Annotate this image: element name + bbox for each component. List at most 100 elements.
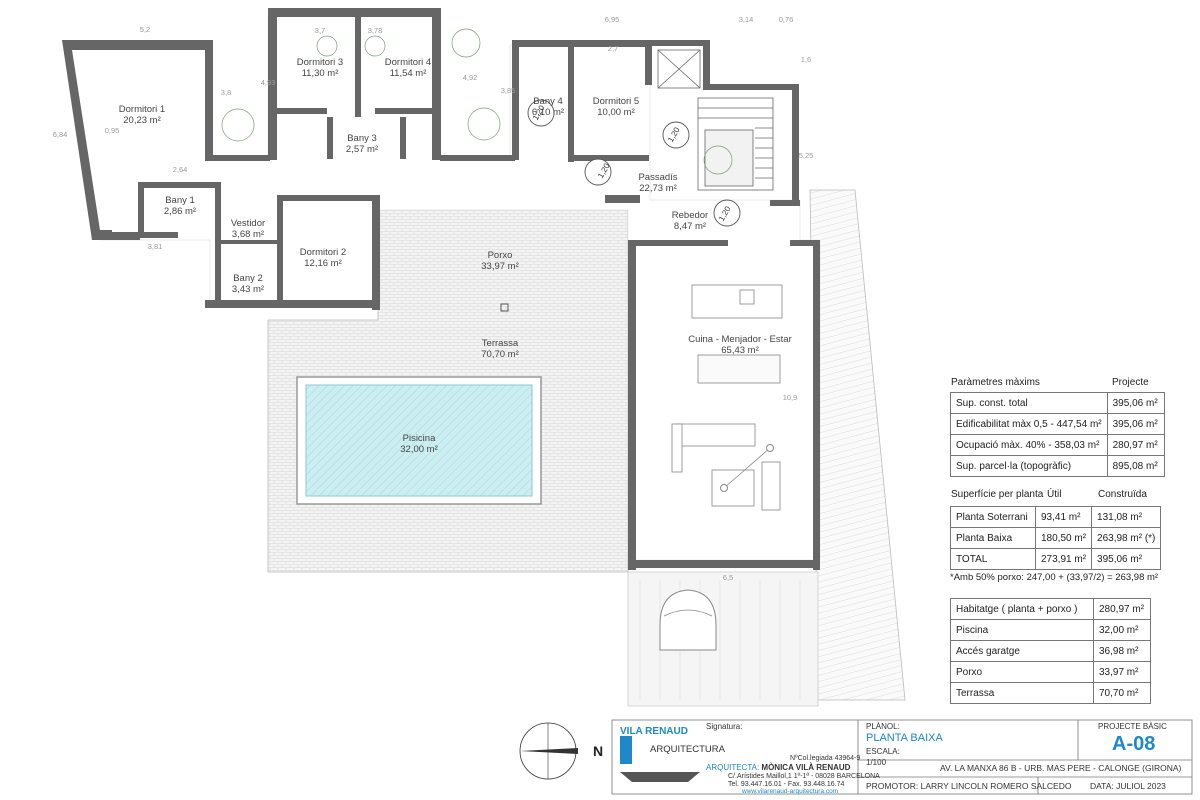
table-cell: 273,91 m²: [1034, 548, 1093, 570]
projecte-label: PROJECTE BÀSIC: [1098, 722, 1167, 731]
room-area-bany4: 6,10 m²: [532, 107, 564, 118]
slope-hatch: [809, 189, 906, 701]
dimension-label: 3,14: [739, 15, 754, 24]
table-cell: 33,97 m²: [1093, 661, 1151, 683]
door-circles: [527, 99, 741, 227]
plant-symbols: [221, 28, 733, 175]
garage-hatch: [639, 580, 801, 700]
room-area-bany1: 2,86 m²: [164, 206, 196, 217]
table-cell: Terrassa: [950, 682, 1094, 704]
site-address: AV. LA MANXA 86 B - URB. MAS PERE - CALO…: [940, 763, 1182, 773]
escala-label: ESCALA:: [866, 747, 900, 756]
dimension-label: 1,6: [801, 55, 811, 64]
room-area-passadis: 22,73 m²: [639, 183, 677, 194]
plan-number: A-08: [1112, 733, 1156, 755]
dimension-label: 3,78: [368, 26, 383, 35]
dimension-label: 4,92: [463, 73, 478, 82]
dimension-label: 0,76: [779, 15, 794, 24]
pillar: [500, 303, 509, 312]
room-name-bany3: Bany 3: [347, 133, 377, 144]
table-row: Sup. parcel·la (topogràfic)895,08 m²: [950, 455, 1165, 477]
stairs: [657, 49, 774, 191]
table-cell: Ocupació màx. 40% - 358,03 m²: [950, 434, 1108, 456]
room-name-bany4: Bany 4: [533, 96, 563, 107]
room-area-vestidor: 3,68 m²: [232, 229, 264, 240]
dimension-label: 3,81: [148, 242, 163, 251]
table-cell: 280,97 m²: [1093, 598, 1151, 620]
car-outline: [659, 589, 717, 651]
north-arrow: N: [519, 722, 603, 780]
room-name-dormitori2: Dormitori 2: [300, 247, 346, 258]
room-area-bany2: 3,43 m²: [232, 284, 264, 295]
address: C/.Arístides Maillol,1 1º-1ª - 08028 BAR…: [728, 773, 880, 780]
room-area-bany3: 2,57 m²: [346, 144, 378, 155]
dimension-label: 10,9: [783, 393, 798, 402]
table-cell: Piscina: [950, 619, 1094, 641]
room-name-piscina: Pisicina: [403, 433, 436, 444]
dimension-label: 6,5: [723, 573, 733, 582]
table-cell: 395,06 m²: [1106, 392, 1165, 414]
table-cell: 263,98 m² (*): [1091, 527, 1162, 549]
table-cell: Edificabilitat màx 0,5 - 447,54 m²: [950, 413, 1108, 435]
params-header-right: Projecte: [1112, 377, 1149, 388]
table-cell: TOTAL: [950, 548, 1036, 570]
room-name-rebedor: Rebedor: [672, 210, 708, 221]
room-area-dormitori3: 11,30 m²: [302, 68, 339, 79]
room-name-dormitori4: Dormitori 4: [385, 57, 431, 68]
phone: Tel. 93.447.16.01 - Fax. 93.448.16.74: [728, 781, 845, 788]
room-area-dormitori1: 20,23 m²: [123, 115, 161, 126]
table-cell: 395,06 m²: [1091, 548, 1162, 570]
dimension-label: 5,2: [140, 25, 150, 34]
table-cell: 895,08 m²: [1106, 455, 1165, 477]
table-cell: 36,98 m²: [1093, 640, 1151, 662]
room-area-rebedor: 8,47 m²: [674, 221, 706, 232]
dimension-label: 0,95: [105, 126, 120, 135]
surface-note: *Amb 50% porxo: 247,00 + (33,97/2) = 263…: [950, 572, 1159, 583]
north-label: N: [593, 743, 603, 759]
room-name-porxo: Porxo: [488, 250, 513, 261]
table-cell: 70,70 m²: [1093, 682, 1151, 704]
arquitecta-name: MÒNICA VILÀ RENAUD: [761, 763, 851, 772]
logo-sub: ARQUITECTURA: [650, 744, 725, 755]
table-cell: Sup. const. total: [950, 392, 1108, 414]
room-name-bany1: Bany 1: [165, 195, 195, 206]
kitchen-furniture: [671, 284, 783, 511]
dimension-label: 6,95: [605, 15, 620, 24]
room-area-porxo: 33,97 m²: [481, 261, 519, 272]
dimension-label: 3,85: [501, 86, 516, 95]
params-header-left: Paràmetres màxims: [951, 377, 1040, 388]
dimension-label: 3,7: [315, 26, 325, 35]
web[interactable]: www.vilarenaud-arquitectura.com: [742, 788, 839, 795]
room-name-bany2: Bany 2: [233, 273, 263, 284]
logo-name: VILA RENAUD: [620, 726, 688, 737]
surface-header-const: Construïda: [1098, 489, 1147, 500]
table-cell: 131,08 m²: [1091, 506, 1162, 528]
promotor: PROMOTOR: LARRY LINCOLN ROMERO SALCEDO: [866, 781, 1072, 791]
table-cell: Sup. parcel·la (topogràfic): [950, 455, 1108, 477]
plano-label: PLÀNOL:: [866, 722, 900, 731]
table-cell: 280,97 m²: [1106, 434, 1165, 456]
room-area-piscina: 32,00 m²: [400, 444, 438, 455]
escala-value: 1/100: [866, 758, 887, 767]
arquitecta: ARQUITECTA: MÒNICA VILÀ RENAUD: [706, 763, 850, 772]
dimension-label: 2,7: [608, 44, 618, 53]
table-cell: Planta Soterrani: [950, 506, 1036, 528]
logo-accent: [620, 736, 632, 764]
dimension-label: 3,8: [221, 88, 231, 97]
colegiada: NºCol.legiada 43964-9: [790, 755, 861, 762]
room-area-terrassa: 70,70 m²: [481, 349, 519, 360]
signatura-label: Signatura:: [706, 722, 743, 731]
room-area-dormitori4: 11,54 m²: [390, 68, 427, 79]
room-name-passadis: Passadís: [638, 172, 677, 183]
